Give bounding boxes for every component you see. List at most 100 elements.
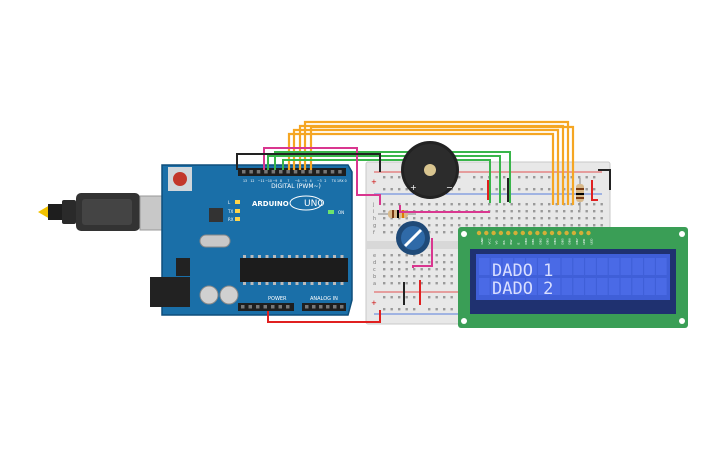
bb-hole[interactable] — [443, 261, 446, 264]
bb-rail-hole[interactable] — [518, 176, 521, 179]
bb-rail-hole[interactable] — [435, 308, 438, 311]
bb-rail-hole[interactable] — [390, 188, 393, 191]
bb-hole[interactable] — [428, 203, 431, 206]
bb-hole[interactable] — [518, 217, 521, 220]
bb-hole[interactable] — [443, 231, 446, 234]
bb-hole[interactable] — [450, 282, 453, 285]
red-wires[interactable] — [267, 180, 598, 323]
bb-hole[interactable] — [428, 217, 431, 220]
bb-hole[interactable] — [413, 282, 416, 285]
bb-hole[interactable] — [450, 275, 453, 278]
bb-rail-hole[interactable] — [503, 176, 506, 179]
bb-hole[interactable] — [435, 217, 438, 220]
bb-hole[interactable] — [405, 254, 408, 257]
bb-hole[interactable] — [600, 217, 603, 220]
bb-hole[interactable] — [570, 203, 573, 206]
bb-hole[interactable] — [435, 261, 438, 264]
digital-pin-2[interactable] — [256, 170, 261, 174]
power-pin-0[interactable] — [241, 305, 245, 309]
bb-rail-hole[interactable] — [390, 176, 393, 179]
bb-rail-hole[interactable] — [383, 296, 386, 299]
lcd-pin-10[interactable] — [549, 230, 555, 236]
bb-hole[interactable] — [405, 203, 408, 206]
bb-hole[interactable] — [495, 217, 498, 220]
bb-hole[interactable] — [495, 210, 498, 213]
bb-hole[interactable] — [593, 210, 596, 213]
bb-hole[interactable] — [405, 282, 408, 285]
bb-hole[interactable] — [398, 254, 401, 257]
bb-hole[interactable] — [428, 282, 431, 285]
bb-rail-hole[interactable] — [570, 188, 573, 191]
bb-hole[interactable] — [533, 203, 536, 206]
bb-rail-hole[interactable] — [435, 296, 438, 299]
bb-rail-hole[interactable] — [405, 296, 408, 299]
bb-hole[interactable] — [503, 203, 506, 206]
bb-hole[interactable] — [383, 217, 386, 220]
bb-hole[interactable] — [563, 203, 566, 206]
bb-hole[interactable] — [420, 282, 423, 285]
lcd-pin-12[interactable] — [564, 230, 569, 236]
digital-pin-7[interactable] — [293, 170, 298, 174]
bb-hole[interactable] — [563, 217, 566, 220]
bb-hole[interactable] — [578, 224, 581, 227]
bb-hole[interactable] — [443, 224, 446, 227]
bb-hole[interactable] — [548, 203, 551, 206]
bb-hole[interactable] — [450, 217, 453, 220]
bb-hole[interactable] — [405, 275, 408, 278]
bb-hole[interactable] — [480, 217, 483, 220]
power-pin-6[interactable] — [286, 305, 290, 309]
bb-hole[interactable] — [465, 203, 468, 206]
bb-rail-hole[interactable] — [398, 296, 401, 299]
bb-hole[interactable] — [593, 224, 596, 227]
bb-hole[interactable] — [398, 224, 401, 227]
bb-hole[interactable] — [503, 210, 506, 213]
bb-rail-hole[interactable] — [548, 176, 551, 179]
bb-rail-hole[interactable] — [450, 308, 453, 311]
power-pin-5[interactable] — [278, 305, 283, 309]
bb-hole[interactable] — [398, 275, 401, 278]
bb-hole[interactable] — [390, 254, 393, 257]
bb-rail-hole[interactable] — [585, 176, 588, 179]
bb-hole[interactable] — [510, 217, 513, 220]
bb-hole[interactable] — [563, 210, 566, 213]
lcd-pin-3[interactable] — [498, 230, 504, 236]
bb-hole[interactable] — [518, 203, 521, 206]
bb-hole[interactable] — [443, 217, 446, 220]
piezo-buzzer[interactable]: + − — [401, 141, 459, 199]
bb-hole[interactable] — [420, 254, 423, 257]
bb-hole[interactable] — [428, 224, 431, 227]
power-pin-4[interactable] — [271, 305, 275, 309]
bb-hole[interactable] — [555, 217, 558, 220]
bb-hole[interactable] — [518, 224, 521, 227]
bb-rail-hole[interactable] — [443, 296, 446, 299]
analog-pin-1[interactable] — [312, 305, 316, 309]
bb-rail-hole[interactable] — [390, 308, 393, 311]
bb-hole[interactable] — [555, 224, 558, 227]
bb-hole[interactable] — [540, 217, 543, 220]
bb-hole[interactable] — [548, 217, 551, 220]
lcd-pin-13[interactable] — [571, 230, 577, 236]
bb-rail-hole[interactable] — [503, 188, 506, 191]
bb-rail-hole[interactable] — [398, 188, 401, 191]
bb-rail-hole[interactable] — [533, 176, 536, 179]
bb-hole[interactable] — [390, 217, 393, 220]
bb-hole[interactable] — [473, 203, 476, 206]
bb-hole[interactable] — [435, 224, 438, 227]
bb-hole[interactable] — [525, 224, 528, 227]
analog-pin-0[interactable] — [305, 305, 309, 309]
bb-hole[interactable] — [413, 261, 416, 264]
bb-hole[interactable] — [435, 275, 438, 278]
bb-hole[interactable] — [458, 217, 461, 220]
bb-hole[interactable] — [570, 210, 573, 213]
bb-hole[interactable] — [390, 203, 393, 206]
bb-hole[interactable] — [533, 217, 536, 220]
bb-rail-hole[interactable] — [480, 176, 483, 179]
bb-rail-hole[interactable] — [413, 296, 416, 299]
bb-hole[interactable] — [548, 224, 551, 227]
bb-hole[interactable] — [570, 224, 573, 227]
bb-hole[interactable] — [435, 268, 438, 271]
bb-hole[interactable] — [435, 282, 438, 285]
bb-hole[interactable] — [450, 254, 453, 257]
analog-pin-5[interactable] — [340, 305, 344, 309]
bb-rail-hole[interactable] — [383, 308, 386, 311]
